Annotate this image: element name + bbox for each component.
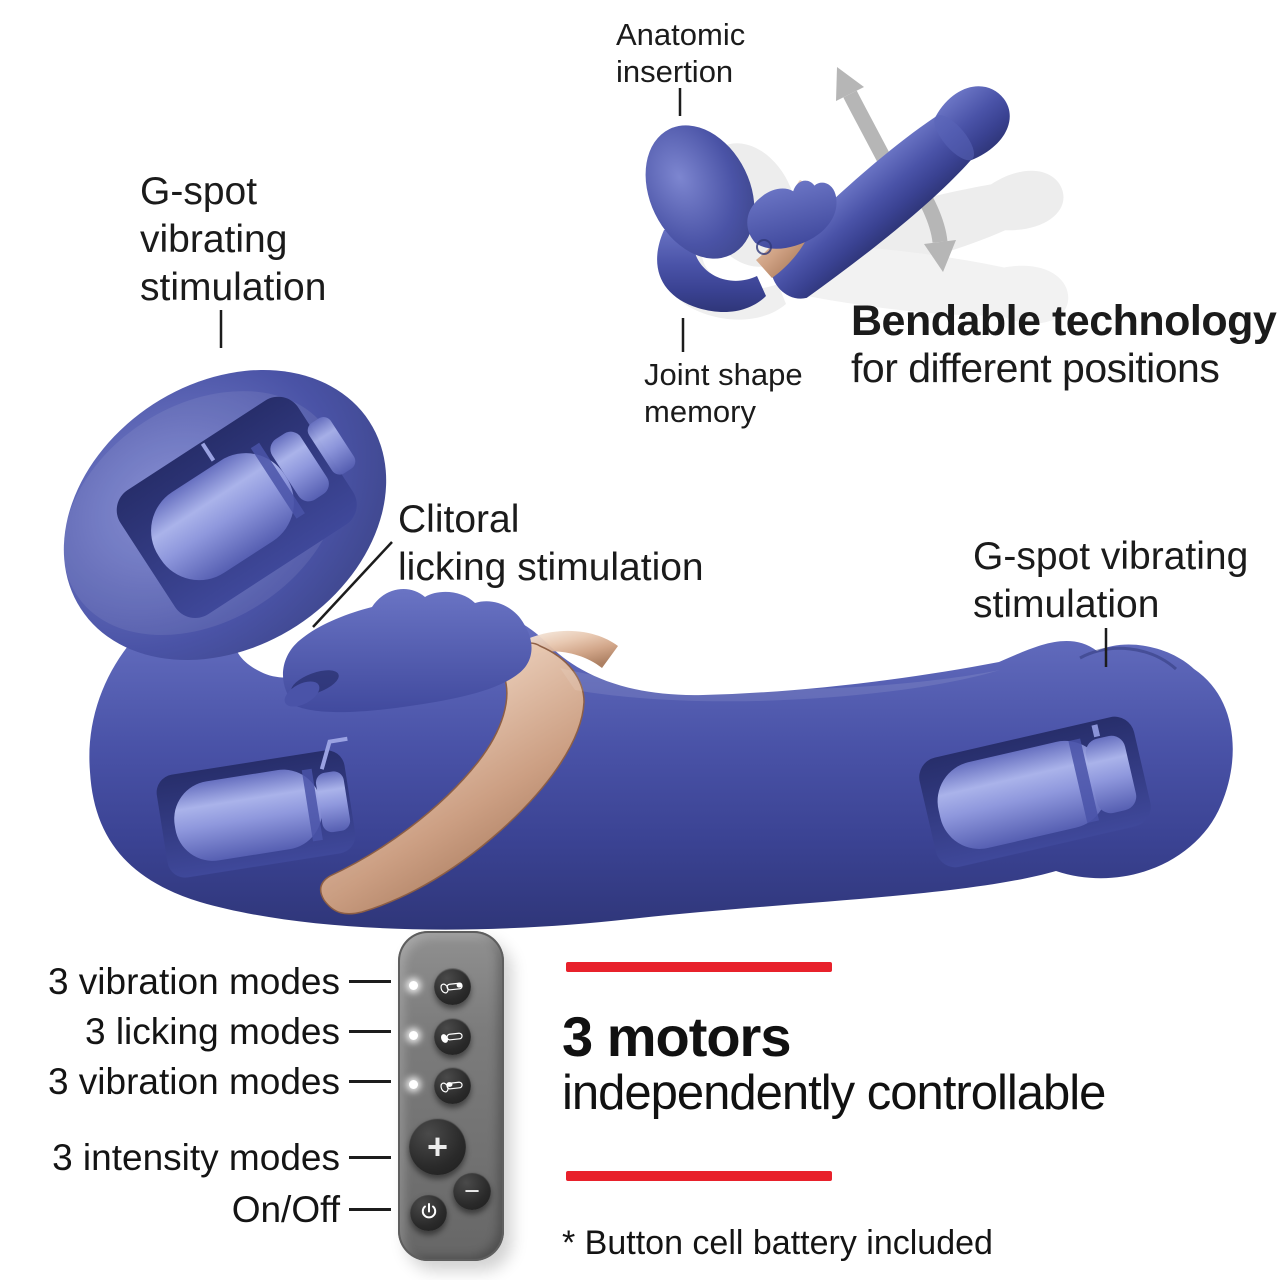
toy-egg-highlight-icon: [441, 1032, 463, 1043]
bendable-diagram: [645, 67, 1069, 324]
egg-motor-cutaway: [63, 369, 387, 661]
label-dash: [349, 1080, 391, 1083]
bendable-technology-subtitle: for different positions: [851, 345, 1220, 391]
gspot-right-label: G-spot vibrating stimulation: [973, 535, 1249, 626]
toy-middle-highlight-icon: [440, 1081, 463, 1092]
led-indicator: [409, 1080, 418, 1089]
intensity-minus-button: −: [453, 1172, 491, 1210]
red-divider-top: [566, 962, 832, 972]
vibration-mode-button-tip: [434, 968, 471, 1005]
intensity-plus-button: +: [409, 1118, 466, 1175]
red-divider-bottom: [566, 1171, 832, 1181]
mid-motor-cutaway: [156, 736, 356, 878]
led-indicator: [409, 981, 418, 990]
licking-mode-button: [434, 1018, 471, 1055]
label-dash: [349, 1156, 391, 1159]
battery-footnote: * Button cell battery included: [562, 1224, 993, 1262]
toy-tip-highlight-icon: [440, 982, 463, 993]
remote-label-onoff: On/Off: [231, 1189, 340, 1230]
main-product: [63, 369, 1233, 930]
label-dash: [349, 1030, 391, 1033]
bendable-technology-title: Bendable technology: [851, 297, 1277, 345]
label-dash: [349, 980, 391, 983]
motors-subtitle: independently controllable: [562, 1066, 1106, 1120]
remote-label-licking: 3 licking modes: [84, 1011, 340, 1052]
anatomic-insertion-label: Anatomic insertion: [616, 17, 746, 89]
plus-icon: +: [426, 1125, 449, 1167]
label-dash: [349, 1208, 391, 1211]
callout-lines: [219, 88, 1108, 667]
vibration-mode-button-egg: [434, 1067, 471, 1104]
remote-label-vibration-1: 3 vibration modes: [47, 961, 340, 1002]
remote-label-intensity: 3 intensity modes: [52, 1137, 340, 1178]
minus-icon: −: [464, 1175, 480, 1206]
tip-motor-cutaway: [919, 716, 1151, 868]
power-button: [410, 1194, 447, 1231]
gspot-left-label: G-spot vibrating stimulation: [140, 170, 327, 309]
remote-label-vibration-2: 3 vibration modes: [47, 1061, 340, 1102]
clitoral-licking-label: Clitoral licking stimulation: [398, 498, 704, 589]
remote-control: + −: [398, 931, 504, 1261]
power-icon: [421, 1202, 436, 1218]
motors-title: 3 motors: [562, 1005, 791, 1068]
led-indicator: [409, 1031, 418, 1040]
joint-shape-memory-label: Joint shape memory: [644, 357, 803, 429]
